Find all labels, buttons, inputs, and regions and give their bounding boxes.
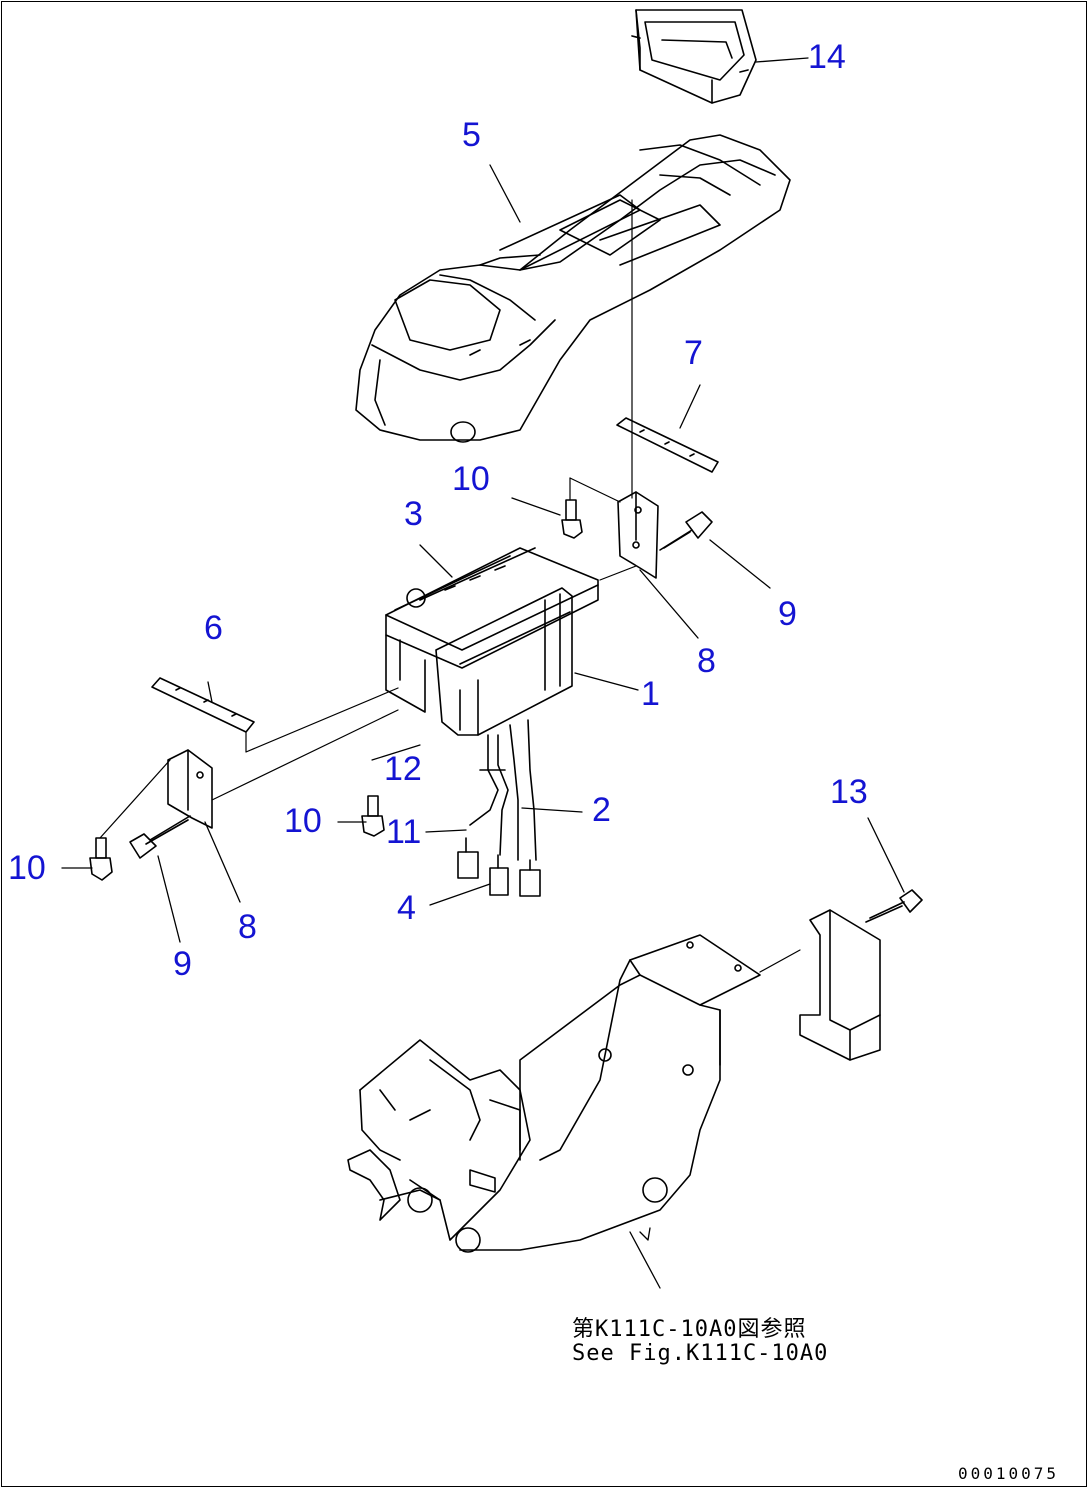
callout-10-lower-left: 10 [8, 849, 46, 887]
callout-9-upper: 9 [778, 595, 797, 633]
part-13-bolt [865, 889, 923, 923]
callout-7: 7 [684, 334, 703, 372]
callout-8-upper: 8 [697, 642, 716, 680]
callout-3: 3 [404, 495, 423, 533]
part-7-bracket-plate [616, 417, 719, 473]
callout-9-lower: 9 [173, 945, 192, 983]
callout-10-middle: 10 [284, 802, 322, 840]
part-14-tray [631, 9, 757, 104]
callout-13: 13 [830, 773, 868, 811]
part-10-upper-bolt [561, 499, 583, 539]
part-2-11-wiring-harness [457, 719, 541, 897]
callout-2: 2 [592, 791, 611, 829]
base-frame [347, 934, 761, 1253]
leader-lines [61, 57, 905, 1289]
part-9-lower-bolt [129, 815, 191, 859]
part-6-bracket-plate [151, 677, 255, 733]
callout-5: 5 [462, 116, 481, 154]
callout-6: 6 [204, 609, 223, 647]
callout-12: 12 [384, 750, 422, 788]
reference-note-english: See Fig.K111C-10A0 [572, 1341, 829, 1366]
part-10-middle-bolt [361, 795, 385, 837]
callout-14: 14 [808, 38, 846, 76]
callout-10-upper: 10 [452, 460, 490, 498]
part-5-console-cover [355, 134, 791, 443]
drawing-number: 00010075 [958, 1464, 1060, 1483]
part-9-upper-bolt [659, 511, 713, 551]
reference-note-japanese: 第K111C-10A0図参照 [572, 1317, 807, 1342]
part-3-switch-panel [385, 547, 599, 713]
callout-4: 4 [397, 889, 416, 927]
callout-8-lower: 8 [238, 908, 257, 946]
part-1-switch-box [435, 587, 573, 736]
callout-1: 1 [641, 675, 660, 713]
callout-11: 11 [386, 813, 422, 851]
assembly-lines [99, 199, 801, 973]
part-8-lower-bracket [167, 749, 213, 829]
part-8-upper-bracket [617, 491, 659, 579]
side-cover-box [799, 909, 881, 1061]
part-10-lower-left-bolt [89, 837, 113, 881]
